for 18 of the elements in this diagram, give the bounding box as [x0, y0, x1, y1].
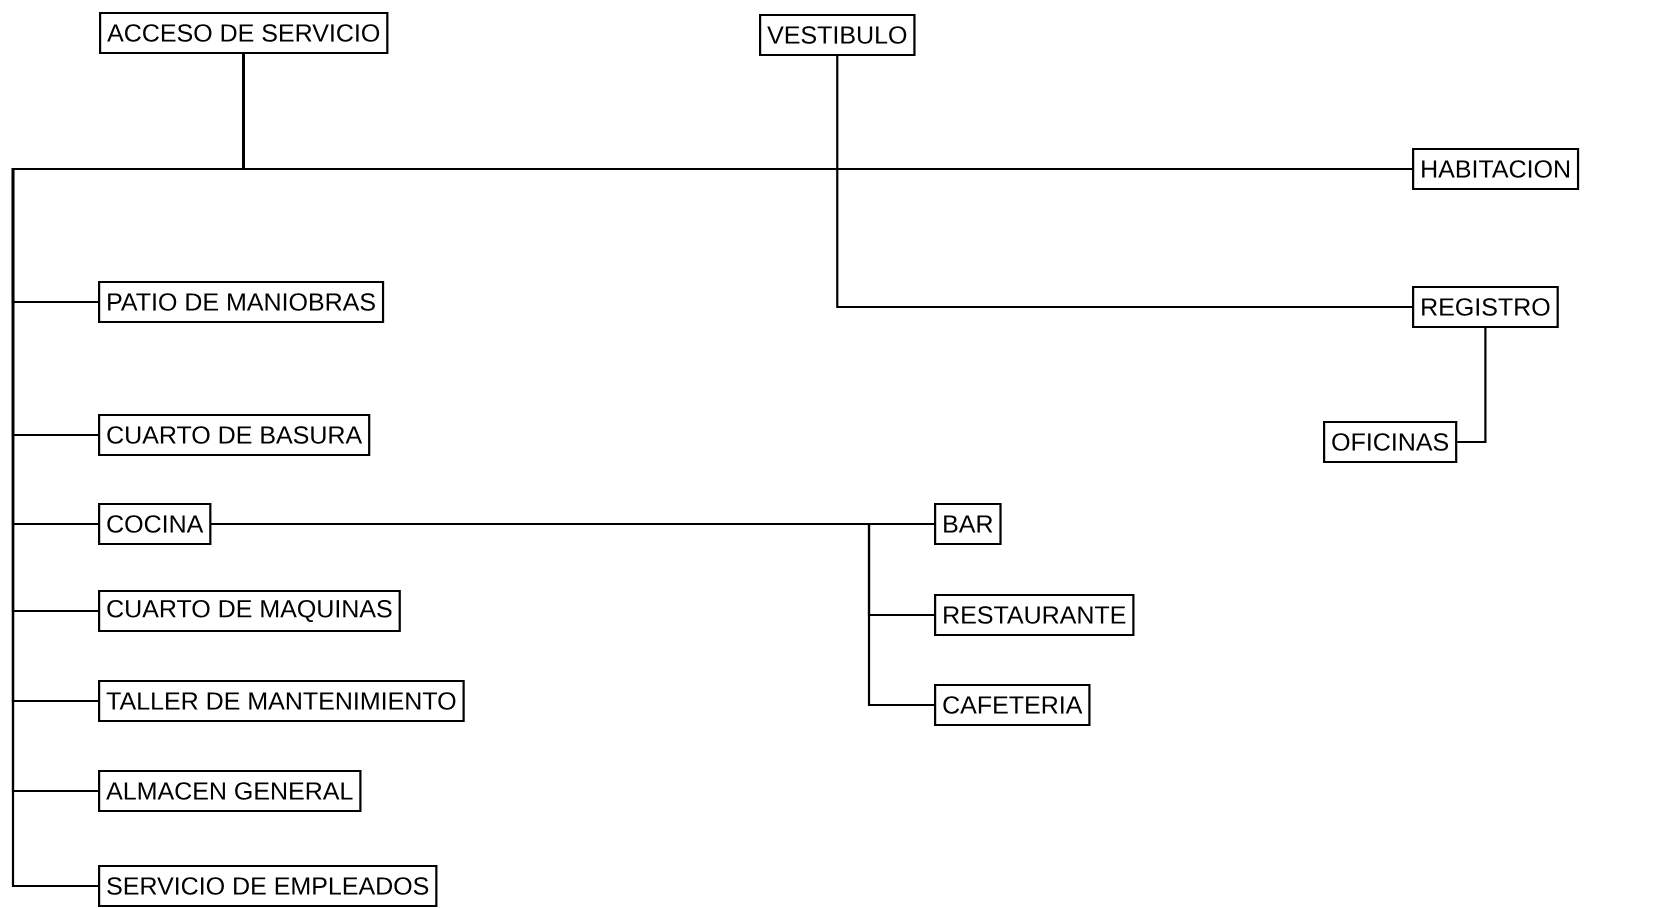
label-box: REGISTRO [1412, 285, 1559, 329]
label-box: SERVICIO DE EMPLEADOS [98, 864, 438, 908]
label-box: HABITACION [1412, 147, 1580, 191]
connector-line [211, 522, 934, 707]
connector-line [1457, 328, 1487, 444]
label-box: CUARTO DE BASURA [98, 413, 371, 457]
label-box: RESTAURANTE [934, 593, 1135, 637]
label-box: ALMACEN GENERAL [98, 769, 362, 813]
label-box: PATIO DE MANIOBRAS [98, 280, 385, 324]
connector-line [836, 56, 1412, 309]
label-box: TALLER DE MANTENIMIENTO [98, 679, 465, 723]
label-box: COCINA [98, 502, 212, 546]
label-box: BAR [934, 502, 1002, 546]
label-box: CUARTO DE MAQUINAS [98, 589, 401, 633]
label-box: VESTIBULO [759, 13, 916, 57]
label-box: OFICINAS [1323, 420, 1458, 464]
label-box: ACCESO DE SERVICIO [99, 11, 389, 55]
label-box: CAFETERIA [934, 683, 1091, 727]
